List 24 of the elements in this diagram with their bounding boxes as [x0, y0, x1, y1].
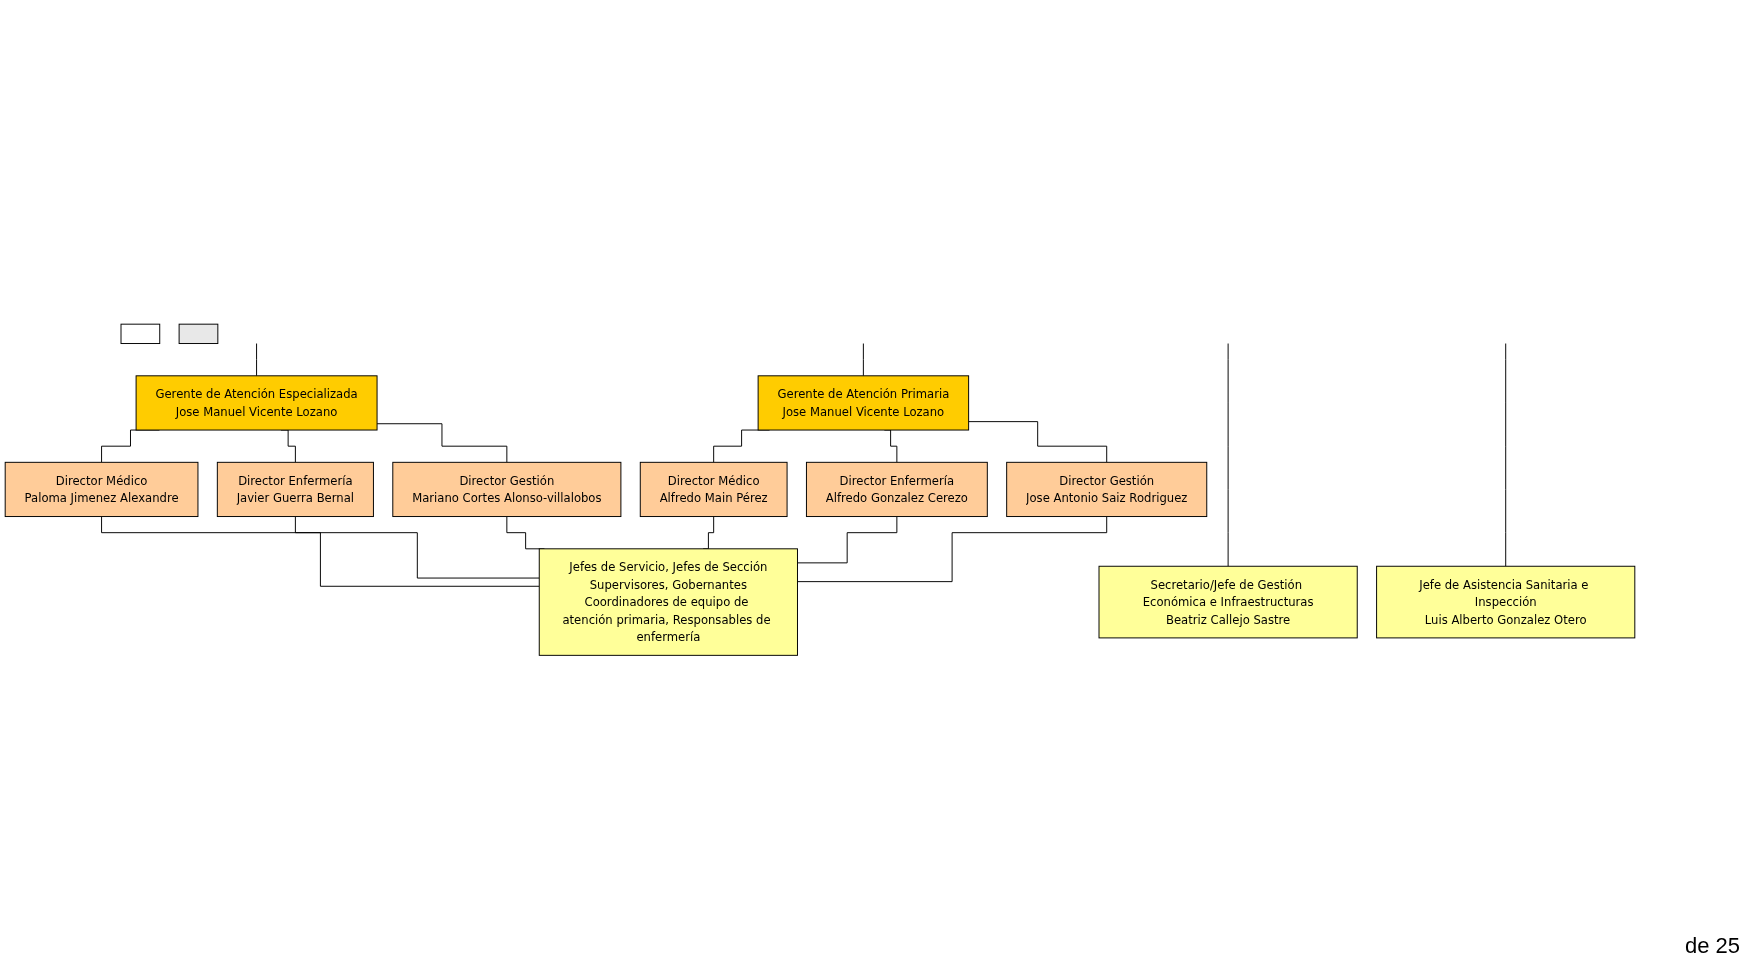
node-box: [178, 323, 219, 344]
node-box: Director Gestión Jose Antonio Saiz Rodriguez: [1006, 461, 1208, 517]
connector: [256, 342, 258, 377]
connector: [862, 342, 864, 377]
connector: [1227, 342, 1229, 567]
node-box: Director Gestión Mariano Cortes Alonso-villalobos: [392, 461, 622, 517]
node-box: Jefes de Servicio, Jefes de Sección Supervisores, Gobernantes Coordinadores de equipo de atención primaria, Responsables de enfermería: [538, 548, 798, 656]
node-box: Director Enfermería Javier Guerra Bernal: [216, 461, 374, 517]
node-box: Jefe de Asistencia Sanitaria e Inspección Luis Alberto Gonzalez Otero: [1376, 565, 1636, 639]
connector: [797, 515, 1108, 582]
node-box: [120, 323, 161, 344]
connector: [101, 515, 540, 587]
node-box: Gerente de Atención Especializada Jose Manuel Vicente Lozano: [135, 375, 378, 431]
connector: [797, 515, 898, 564]
connector: [968, 420, 1108, 463]
connector: [1505, 342, 1507, 567]
connector: [294, 515, 540, 579]
node-box: Director Enfermería Alfredo Gonzalez Cerezo: [805, 461, 988, 517]
connector: [376, 423, 508, 463]
node-box: Director Médico Alfredo Main Pérez: [639, 461, 788, 517]
page-number: de 25: [1684, 933, 1740, 958]
node-box: Gerente de Atención Primaria Jose Manuel Vicente Lozano: [757, 375, 970, 431]
node-box: Director Médico Paloma Jimenez Alexandre: [4, 461, 199, 517]
node-box: Secretario/Jefe de Gestión Económica e Infraestructuras Beatriz Callejo Sastre: [1098, 565, 1358, 639]
